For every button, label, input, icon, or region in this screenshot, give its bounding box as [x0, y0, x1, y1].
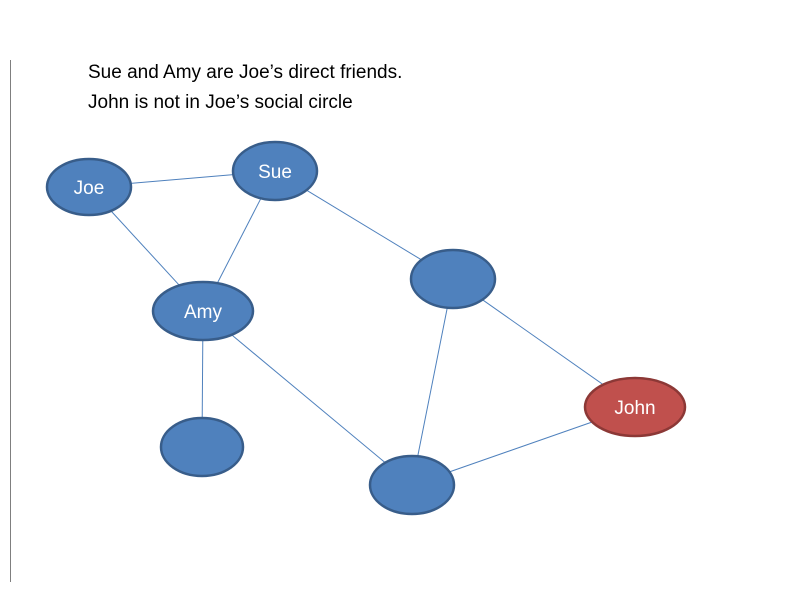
node-joe: Joe	[45, 157, 133, 217]
node-n2-shape	[159, 416, 245, 478]
edge-n3-john	[449, 421, 593, 473]
edge-sue-n1	[306, 189, 422, 261]
edge-amy-n3	[231, 334, 386, 464]
node-amy-label: Amy	[184, 302, 223, 323]
caption-line-1: Sue and Amy are Joe’s direct friends.	[88, 62, 403, 83]
node-sue: Sue	[231, 140, 319, 202]
caption: Sue and Amy are Joe’s direct friends. Jo…	[88, 58, 402, 118]
node-amy-shape	[151, 280, 255, 342]
edge-n1-n3	[417, 307, 448, 457]
node-sue-label: Sue	[258, 162, 292, 183]
node-amy: Amy	[151, 280, 255, 342]
node-john-label: John	[614, 398, 655, 419]
node-john: John	[583, 376, 687, 438]
node-joe-shape	[45, 157, 133, 217]
caption-line-2: John is not in Joe’s social circle	[88, 92, 353, 113]
edges	[110, 174, 604, 473]
node-joe-label: Joe	[74, 178, 105, 199]
node-n3-shape	[368, 454, 456, 516]
node-sue-shape	[231, 140, 319, 202]
node-n2	[159, 416, 245, 478]
edge-joe-sue	[130, 174, 234, 184]
edge-amy-n2	[201, 339, 204, 419]
node-n1-shape	[409, 248, 497, 310]
left-divider-line	[10, 60, 11, 582]
edge-sue-amy	[216, 198, 262, 284]
node-john-shape	[583, 376, 687, 438]
edge-n1-john	[482, 299, 604, 386]
edge-joe-amy	[110, 210, 180, 286]
node-n3	[368, 454, 456, 516]
node-n1	[409, 248, 497, 310]
